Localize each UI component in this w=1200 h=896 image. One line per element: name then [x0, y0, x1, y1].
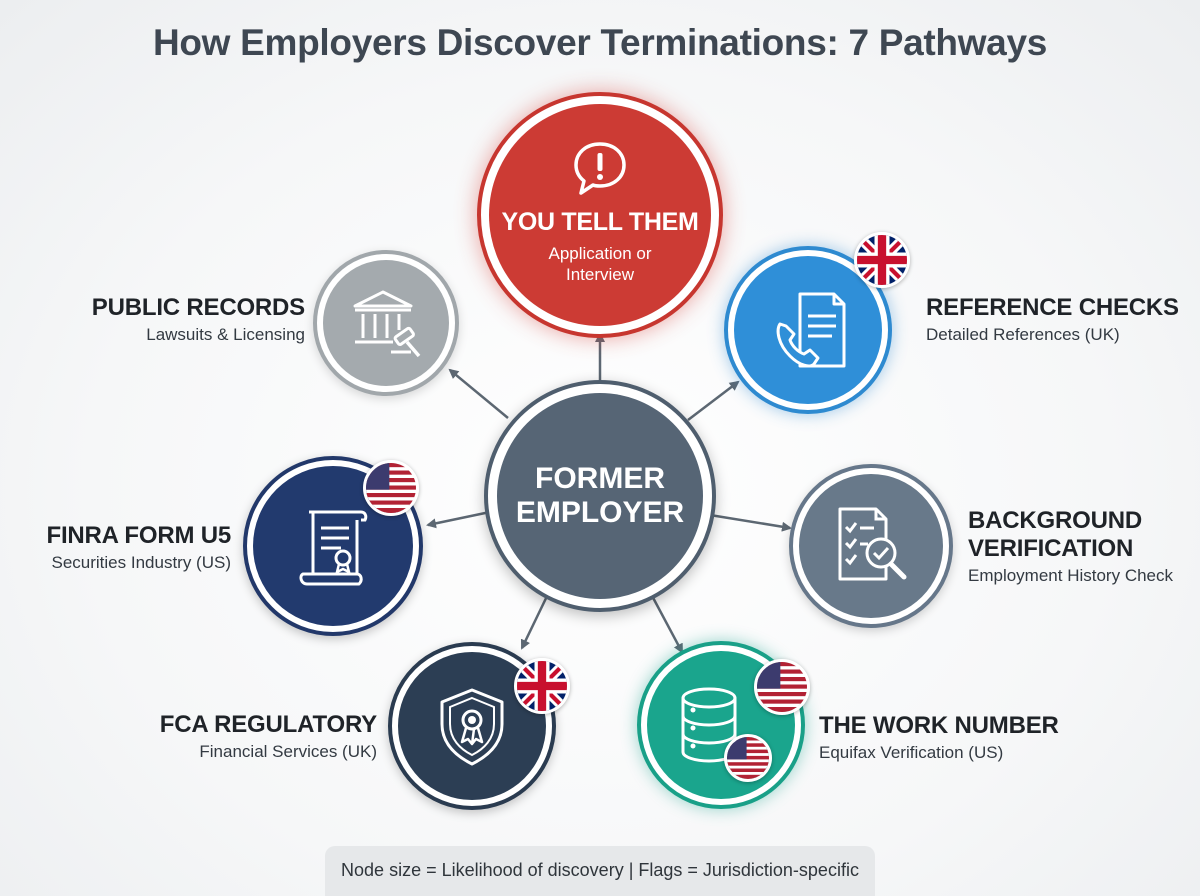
public-records-sub: Lawsuits & Licensing	[146, 325, 305, 344]
label-fca-regulatory: FCA REGULATORY Financial Services (UK)	[160, 711, 377, 763]
arrow-to-finra-form-u5	[426, 510, 491, 529]
work-number-sub: Equifax Verification (US)	[819, 743, 1004, 762]
shield-badge-icon	[440, 688, 504, 766]
finra-form-u5-sub: Securities Industry (US)	[51, 553, 232, 572]
us-flag-small-icon	[724, 734, 772, 782]
arrow-to-public-records	[448, 368, 509, 419]
alert-speech-bubble-icon	[574, 141, 626, 195]
background-verification-sub: Employment History Check	[968, 566, 1174, 585]
fca-regulatory-sub: Financial Services (UK)	[199, 742, 377, 761]
arrow-to-background-verification	[709, 513, 792, 532]
finra-form-u5-title: FINRA FORM U5	[46, 522, 231, 549]
database-icon	[681, 687, 737, 763]
fca-regulatory-title: FCA REGULATORY	[159, 711, 377, 738]
reference-checks-title: REFERENCE CHECKS	[926, 294, 1179, 321]
arrow-to-fca-regulatory	[520, 591, 551, 650]
node-finra-form-u5[interactable]	[243, 456, 423, 636]
background-verification-title-line1: BACKGROUND	[968, 507, 1142, 534]
us-flag-icon	[754, 659, 810, 715]
label-background-verification: BACKGROUND VERIFICATION Employment Histo…	[968, 507, 1173, 587]
node-background-verification[interactable]	[789, 464, 953, 628]
courthouse-gavel-icon	[353, 290, 421, 358]
center-label-line1: FORMER	[535, 462, 665, 495]
label-finra-form-u5: FINRA FORM U5 Securities Industry (US)	[46, 522, 231, 574]
you-tell-them-title: YOU TELL THEM	[501, 207, 699, 236]
label-work-number: THE WORK NUMBER Equifax Verification (US…	[819, 712, 1059, 764]
background-verification-title-line2: VERIFICATION	[968, 535, 1134, 562]
us-flag-icon	[363, 460, 419, 516]
uk-flag-icon	[514, 658, 570, 714]
checklist-magnifier-icon	[838, 507, 907, 581]
phone-document-icon	[776, 292, 846, 368]
center-label-line2: EMPLOYER	[515, 496, 685, 529]
center-node-former-employer: FORMER EMPLOYER	[484, 380, 716, 612]
uk-flag-icon	[854, 232, 910, 288]
arrow-to-work-number	[648, 591, 684, 654]
work-number-title: THE WORK NUMBER	[819, 712, 1059, 739]
label-public-records: PUBLIC RECORDS Lawsuits & Licensing	[92, 294, 305, 346]
reference-checks-sub: Detailed References (UK)	[926, 325, 1120, 344]
node-reference-checks[interactable]	[724, 246, 892, 414]
you-tell-them-sub-line2: Interview	[565, 264, 635, 284]
legend-footer: Node size = Likelihood of discovery | Fl…	[325, 846, 875, 896]
you-tell-them-sub-line1: Application or	[548, 243, 652, 263]
public-records-title: PUBLIC RECORDS	[91, 294, 305, 321]
diagram-title: How Employers Discover Terminations: 7 P…	[152, 22, 1048, 63]
node-public-records[interactable]	[313, 250, 459, 396]
label-reference-checks: REFERENCE CHECKS Detailed References (UK…	[926, 294, 1179, 346]
arrow-to-reference-checks	[687, 380, 740, 421]
certificate-scroll-icon	[299, 510, 368, 586]
node-you-tell-them[interactable]: YOU TELL THEM Application or Interview	[477, 92, 723, 338]
